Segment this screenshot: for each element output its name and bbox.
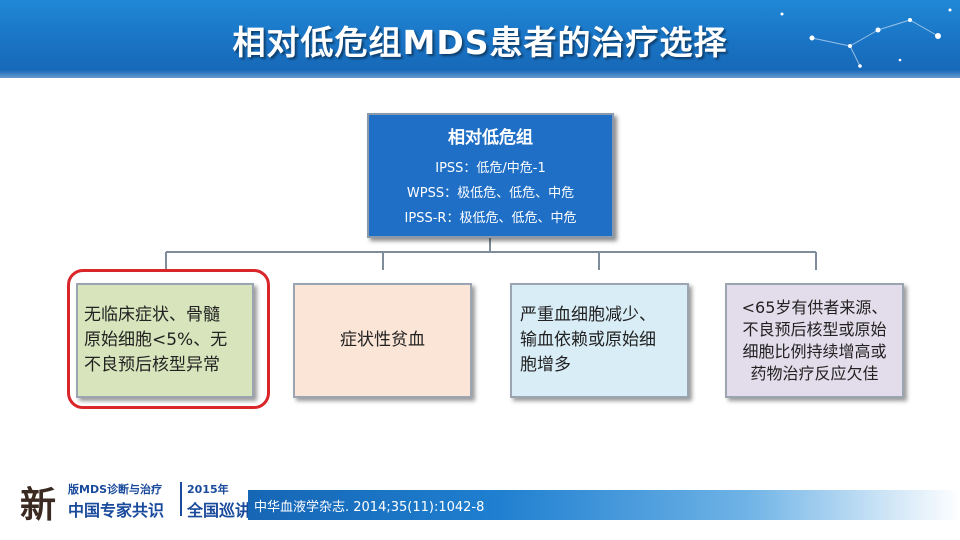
low-risk-group-box: 相对低危组 IPSS：低危/中危-1 WPSS：极低危、低危、中危 IPSS-R… <box>367 113 614 238</box>
option-severe-cytopenia-box: 严重血细胞减少、 输血依赖或原始细 胞增多 <box>510 283 689 398</box>
option-line: 输血依赖或原始细 <box>520 330 656 350</box>
logo-line2-left: 中国专家共识 <box>68 501 165 520</box>
option-line: <65岁有供者来源、 <box>741 297 888 317</box>
low-risk-group-title: 相对低危组 <box>448 128 533 148</box>
constellation-decoration <box>780 8 952 68</box>
option-line: 胞增多 <box>520 355 571 375</box>
option-line: 严重血细胞减少、 <box>520 305 656 325</box>
slide-title: 相对低危组MDS患者的治疗选择 <box>232 23 728 62</box>
option-transplant-text: <65岁有供者来源、 不良预后核型或原始 细胞比例持续增高或 药物治疗反应欠佳 <box>742 297 888 385</box>
ipss-criteria: IPSS：低危/中危-1 <box>435 161 546 176</box>
logo-line2-right: 全国巡讲 <box>187 501 252 520</box>
logo-line1-right: 2015年 <box>187 483 229 496</box>
header-band: 相对低危组MDS患者的治疗选择 <box>0 0 960 78</box>
option-line: 无临床症状、骨髓 <box>84 305 220 325</box>
option-line: 细胞比例持续增高或 <box>742 341 887 361</box>
option-asymptomatic-box: 无临床症状、骨髓 原始细胞<5%、无 不良预后核型异常 <box>76 283 254 398</box>
wpss-criteria: WPSS：极低危、低危、中危 <box>406 186 575 201</box>
logo-separator <box>180 482 182 516</box>
citation-band: 中华血液学杂志. 2014;35(11):1042-8 <box>248 490 960 520</box>
option-line: 不良预后核型异常 <box>84 355 220 375</box>
option-line: 药物治疗反应欠佳 <box>750 363 879 383</box>
option-transplant-box: <65岁有供者来源、 不良预后核型或原始 细胞比例持续增高或 药物治疗反应欠佳 <box>725 283 904 398</box>
option-asymptomatic-text: 无临床症状、骨髓 原始细胞<5%、无 不良预后核型异常 <box>84 303 227 378</box>
logo-line1-left: 版MDS诊断与治疗 <box>68 483 162 496</box>
option-line: 原始细胞<5%、无 <box>84 330 228 350</box>
citation-text: 中华血液学杂志. 2014;35(11):1042-8 <box>254 500 485 515</box>
option-severe-cytopenia-text: 严重血细胞减少、 输血依赖或原始细 胞增多 <box>520 303 656 378</box>
mds-consensus-logo: 新 版MDS诊断与治疗 中国专家共识 2015年 全国巡讲 <box>20 474 252 526</box>
option-symptomatic-anemia-box: 症状性贫血 <box>293 283 472 398</box>
ipss-r-criteria: IPSS-R：极低危、低危、中危 <box>404 211 577 226</box>
highlight-outline <box>67 269 270 409</box>
option-line: 症状性贫血 <box>340 330 425 350</box>
logo-xin-char: 新 <box>20 484 57 526</box>
option-line: 不良预后核型或原始 <box>742 319 887 339</box>
